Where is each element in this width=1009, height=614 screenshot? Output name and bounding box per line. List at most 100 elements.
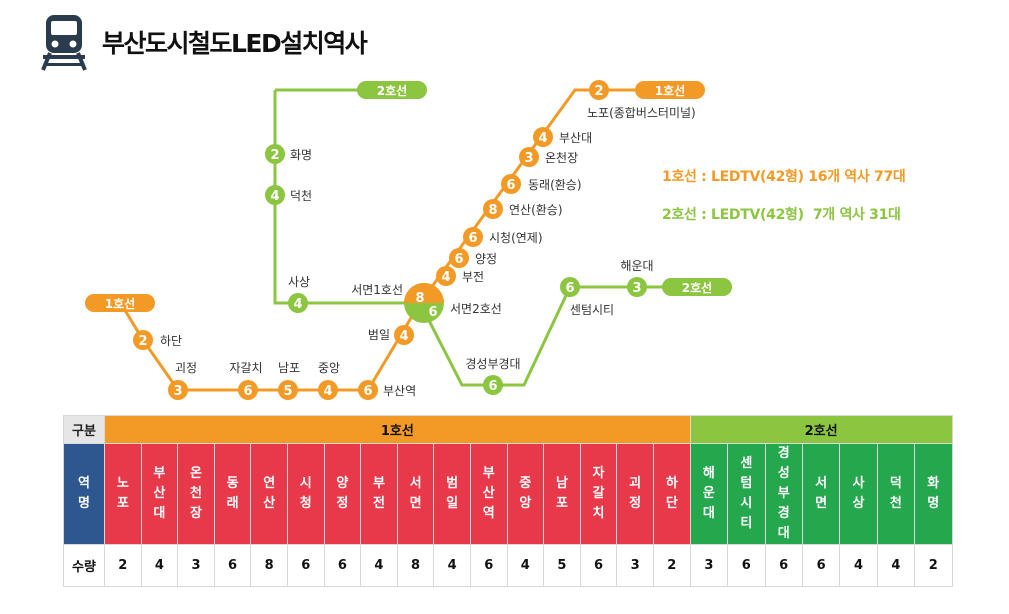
svg-text:2호선: 2호선 [682,280,712,295]
svg-text:4: 4 [399,329,408,344]
station-bujeon: 4 부전 [436,266,484,286]
svg-text:범일: 범일 [368,328,390,342]
svg-text:6: 6 [565,281,574,296]
station-goejeong: 3 괴정 [168,361,197,400]
station-hwamyeong: 2 화명 [265,144,312,164]
svg-text:부산대: 부산대 [559,131,592,145]
table-cell-station: 사상 [839,443,878,545]
table-header-row: 구분 1호선 2호선 [63,415,953,444]
corner-label: 구분 [63,415,105,444]
svg-text:1호선: 1호선 [105,296,135,311]
svg-text:양정: 양정 [475,252,497,266]
svg-text:동래(환승): 동래(환승) [528,178,582,192]
svg-text:2: 2 [594,84,603,99]
svg-text:4: 4 [293,297,302,312]
table-cell-station: 부산대 [140,443,179,545]
svg-text:중앙: 중앙 [318,361,340,375]
table-cell-count: 4 [839,544,878,587]
svg-text:6: 6 [488,379,497,394]
svg-text:6: 6 [243,384,252,399]
svg-text:6: 6 [363,384,372,399]
svg-text:남포: 남포 [278,361,300,375]
svg-text:2: 2 [138,334,147,349]
table-cell-station: 경성부경대 [764,443,803,545]
table-cell-count: 4 [140,544,179,587]
table-cell-count: 6 [727,544,766,587]
svg-text:덕천: 덕천 [290,188,312,203]
svg-text:3: 3 [524,151,533,166]
line1-tag-north: 1호선 [635,81,705,99]
svg-text:화명: 화명 [290,148,312,162]
table-cell-count: 6 [213,544,252,587]
svg-text:괴정: 괴정 [175,361,197,375]
svg-text:4: 4 [441,270,450,285]
table-cell-station: 온천장 [177,443,215,545]
table-cell-count: 5 [543,544,581,587]
table-cell-station: 동래 [213,443,252,545]
svg-text:6: 6 [468,231,477,246]
svg-text:부산역: 부산역 [383,384,416,398]
table-cell-count: 4 [433,544,471,587]
line1-tag-west: 1호선 [85,294,155,312]
table-cell-station: 서면 [396,443,435,545]
station-beomil: 4 범일 [368,325,414,345]
station-deokcheon: 4 덕천 [265,185,312,205]
table-cell-station: 해운대 [689,443,729,545]
station-oncheonjang: 3 온천장 [519,147,578,167]
table-cell-station: 서면 [801,443,841,545]
table-cell-station: 자갈치 [579,443,618,545]
table-cell-station: 부산역 [469,443,508,545]
name-row-label: 역명 [63,443,105,545]
table-cell-station: 연산 [250,443,288,545]
svg-text:시청(연제): 시청(연제) [489,231,543,245]
table-cell-count: 6 [579,544,618,587]
table-cell-count: 6 [764,544,803,587]
table-cell-count: 6 [801,544,841,587]
svg-text:1호선: 1호선 [655,83,685,98]
line2-track-east [418,285,696,387]
station-kyungsung: 6 경성부경대 [465,357,521,395]
svg-text:6: 6 [454,252,463,267]
table-cell-count: 6 [323,544,362,587]
svg-text:3: 3 [173,384,182,399]
table-cell-station: 중앙 [506,443,545,545]
table-cell-count: 4 [360,544,398,587]
station-sasang: 4 사상 [288,275,310,313]
line2-header: 2호선 [689,415,953,444]
station-busan-univ: 4 부산대 [533,127,592,147]
table-cell-count: 4 [876,544,916,587]
table-cell-station: 양정 [323,443,362,545]
table-cell-station: 덕천 [876,443,916,545]
count-row-label: 수량 [63,544,105,587]
svg-text:6: 6 [428,305,437,320]
line2-tag-north: 2호선 [357,81,427,99]
station-jungang: 4 중앙 [318,361,340,400]
svg-text:자갈치: 자갈치 [229,361,262,375]
table-cell-count: 8 [250,544,288,587]
page-title: 부산도시철도LED설치역사 [102,29,368,58]
station-haeundae: 3 해운대 [620,259,654,297]
station-yangjeong: 6 양정 [449,248,497,268]
svg-text:경성부경대: 경성부경대 [465,357,520,371]
table-cell-station: 부전 [360,443,398,545]
svg-text:5: 5 [283,384,292,399]
table-cell-station: 괴정 [616,443,654,545]
svg-text:6: 6 [506,178,515,193]
table-cell-count: 4 [506,544,545,587]
table-cell-station: 화명 [914,443,953,545]
svg-text:온천장: 온천장 [545,150,578,165]
line1-header: 1호선 [104,415,691,444]
legend-line1: 1호선 : LEDTV(42형) 16개 역사 77대 [662,169,906,185]
svg-text:노포(종합버스터미널): 노포(종합버스터미널) [587,106,696,120]
svg-text:하단: 하단 [160,334,182,348]
svg-text:4: 4 [270,189,279,204]
station-centum: 6 센텀시티 [560,277,614,317]
svg-text:연산(환승): 연산(환승) [509,203,563,217]
svg-text:부전: 부전 [462,270,484,284]
legend-line2: 2호선 : LEDTV(42형) 7개 역사 31대 [662,207,901,223]
line1-track [118,88,677,392]
station-yeonsan: 8 연산(환승) [483,199,563,219]
station-seomyeon: 8 6 서면1호선 서면2호선 [351,283,502,323]
table-cell-count: 8 [396,544,435,587]
